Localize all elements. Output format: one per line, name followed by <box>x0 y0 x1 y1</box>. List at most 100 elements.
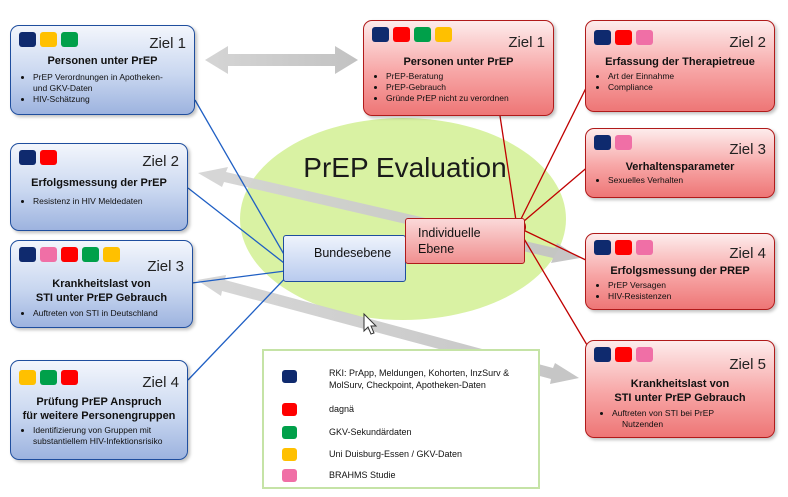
box-title: Verhaltensparameter <box>625 161 735 173</box>
ziel-label: Ziel 5 <box>729 356 766 373</box>
indiv-ziel4-box: Ziel 4 Erfolgsmessung der PREP PrEP Vers… <box>585 233 775 310</box>
legend-label: Uni Duisburg-Essen / GKV-Daten <box>329 449 463 459</box>
ziel-label: Ziel 1 <box>508 34 545 51</box>
source-square-uni <box>435 27 452 42</box>
legend-item-rki: RKI: PrApp, Meldungen, Kohorten, InzSurv… <box>282 367 509 391</box>
mouse-cursor-icon <box>363 312 378 335</box>
box-item: PrEP-Gebrauch <box>386 82 509 93</box>
ziel-label: Ziel 3 <box>147 258 184 275</box>
box-title-line2: STI unter PrEP Gebrauch <box>614 392 746 404</box>
box-title-line2: für weitere Personengruppen <box>22 410 176 422</box>
source-squares <box>372 27 452 42</box>
legend-item-uni: Uni Duisburg-Essen / GKV-Daten <box>282 448 462 461</box>
legend-item-dagnae: dagnä <box>282 403 354 416</box>
source-square-uni <box>19 370 36 385</box>
source-square-uni <box>103 247 120 262</box>
box-title-line1: Krankheitslast von <box>52 278 151 290</box>
source-squares <box>594 347 653 362</box>
box-item: PrEP-Beratung <box>386 71 509 82</box>
box-item: Gründe PrEP nicht zu verordnen <box>386 93 509 104</box>
source-square-rki <box>594 135 611 150</box>
ziel-label: Ziel 3 <box>729 141 766 158</box>
box-item: HIV-Resistenzen <box>608 291 671 302</box>
source-square-dagnae <box>61 247 78 262</box>
source-square-dagnae <box>615 240 632 255</box>
legend-swatch-dagnae <box>282 403 297 416</box>
bundesebene-label: Bundesebene <box>314 246 392 260</box>
bund-ziel1-box: Ziel 1 Personen unter PrEP PrEP Verordnu… <box>10 25 195 115</box>
source-square-rki <box>594 240 611 255</box>
legend-label: dagnä <box>329 404 355 414</box>
source-squares <box>594 240 653 255</box>
source-square-rki <box>19 150 36 165</box>
indiv-ziel2-box: Ziel 2 Erfassung der Therapietreue Art d… <box>585 20 775 112</box>
source-squares <box>594 135 632 150</box>
legend-swatch-rki <box>282 370 297 383</box>
legend-label: BRAHMS Studie <box>329 470 396 480</box>
box-title: Erfassung der Therapietreue <box>605 56 755 68</box>
bund-ziel3-box: Ziel 3 Krankheitslast von STI unter PrEP… <box>10 240 193 328</box>
evaluation-title: PrEP Evaluation <box>303 152 507 183</box>
indiv-ziel1-box: Ziel 1 Personen unter PrEP PrEP-Beratung… <box>363 20 554 116</box>
source-square-rki <box>19 32 36 47</box>
legend-item-gkv: GKV-Sekundärdaten <box>282 426 412 439</box>
ziel-label: Ziel 2 <box>142 153 179 170</box>
box-item: HIV-Schätzung <box>33 94 163 105</box>
legend-item-brahms: BRAHMS Studie <box>282 469 396 482</box>
box-item: Art der Einnahme <box>608 71 674 82</box>
legend-swatch-brahms <box>282 469 297 482</box>
box-title-line1: Prüfung PrEP Anspruch <box>36 396 162 408</box>
source-squares <box>19 370 78 385</box>
box-title-line1: Krankheitslast von <box>630 378 730 390</box>
box-item: PrEP Verordnungen in Apotheken- <box>33 72 163 83</box>
red-connectors <box>499 79 591 351</box>
box-items: PrEP Verordnungen in Apotheken- und GKV-… <box>11 72 163 105</box>
source-square-dagnae <box>40 150 57 165</box>
box-item: und GKV-Daten <box>33 83 93 93</box>
source-square-gkv <box>414 27 431 42</box>
source-square-uni <box>40 32 57 47</box>
indiv-ziel5-box: Ziel 5 Krankheitslast von STI unter PrEP… <box>585 340 775 438</box>
box-items: Sexuelles Verhalten <box>586 175 683 186</box>
bund-ziel2-box: Ziel 2 Erfolgsmessung der PrEP Resistenz… <box>10 143 188 231</box>
source-square-dagnae <box>615 347 632 362</box>
source-square-brahms <box>615 135 632 150</box>
source-squares <box>19 150 57 165</box>
box-items: PrEP Versagen HIV-Resistenzen <box>586 280 671 302</box>
source-square-brahms <box>636 347 653 362</box>
box-item: substantiellem HIV-Infektionsrisiko <box>33 436 163 446</box>
ziel-label: Ziel 4 <box>142 374 179 391</box>
box-title: Erfolgsmessung der PrEP <box>31 177 167 189</box>
box-item: Auftreten von STI in Deutschland <box>33 308 158 319</box>
legend-label: RKI: PrApp, Meldungen, Kohorten, InzSurv… <box>329 368 510 378</box>
box-item: Nutzenden <box>622 419 664 429</box>
box-title: Personen unter PrEP <box>47 55 158 67</box>
box-items: Art der Einnahme Compliance <box>586 71 674 93</box>
box-item: Resistenz in HIV Meldedaten <box>33 196 143 207</box>
bundesebene-box: Bundesebene <box>283 235 406 282</box>
source-square-gkv <box>40 370 57 385</box>
source-square-dagnae <box>393 27 410 42</box>
individuelle-ebene-label-1: Individuelle <box>418 226 481 240</box>
source-square-gkv <box>82 247 99 262</box>
individuelle-ebene-box: Individuelle Ebene <box>405 218 525 264</box>
box-item: Sexuelles Verhalten <box>608 175 683 186</box>
indiv-ziel3-box: Ziel 3 Verhaltensparameter Sexuelles Ver… <box>585 128 775 198</box>
box-items: Auftreten von STI in Deutschland <box>11 308 158 319</box>
bund-ziel4-box: Ziel 4 Prüfung PrEP Anspruch für weitere… <box>10 360 188 460</box>
ziel-label: Ziel 2 <box>729 34 766 51</box>
source-squares <box>594 30 653 45</box>
source-square-brahms <box>40 247 57 262</box>
blue-connectors <box>187 99 294 381</box>
individuelle-ebene-label-2: Ebene <box>418 242 455 256</box>
box-item: PrEP Versagen <box>608 280 671 291</box>
source-square-rki <box>19 247 36 262</box>
ziel-label: Ziel 1 <box>149 35 186 52</box>
box-item: Compliance <box>608 82 674 93</box>
box-items: Auftreten von STI bei PrEP Nutzenden <box>586 408 714 430</box>
box-item: Auftreten von STI bei PrEP <box>612 408 714 419</box>
legend-swatch-uni <box>282 448 297 461</box>
box-title: Personen unter PrEP <box>403 56 514 68</box>
ziel-label: Ziel 4 <box>729 245 766 262</box>
source-square-gkv <box>61 32 78 47</box>
